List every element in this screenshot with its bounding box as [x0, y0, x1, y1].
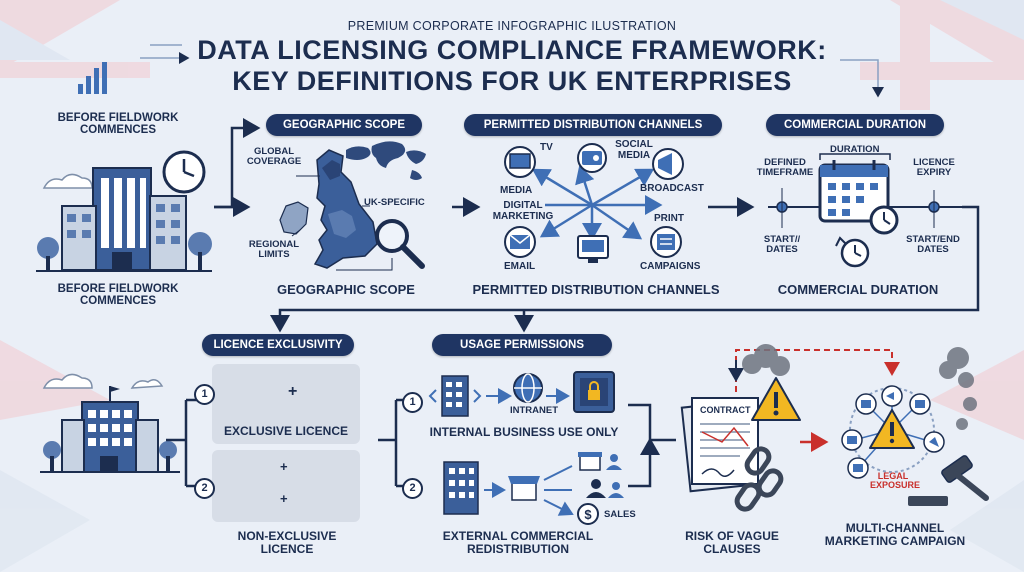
shop-small-icon — [508, 476, 540, 501]
clock-icon — [162, 150, 206, 194]
external-building-icon — [443, 461, 479, 515]
usage-step-1: 1 — [402, 392, 423, 413]
geographic-scope-pill: GEOGRAPHIC SCOPE — [266, 114, 422, 136]
header-arrow-right-icon — [840, 59, 884, 98]
geographic-scope-caption: GEOGRAPHIC SCOPE — [277, 282, 415, 297]
bar-chart-icon — [78, 62, 107, 94]
email-icon — [504, 226, 536, 258]
commercial-duration-pill: COMMERCIAL DURATION — [766, 114, 944, 136]
exclusive-licence-panel — [212, 364, 360, 444]
globe-icon — [513, 373, 543, 403]
distribution-channels-pill: PERMITTED DISTRIBUTION CHANNELS — [464, 114, 722, 136]
world-map-icon — [346, 141, 426, 180]
gavel-icon — [908, 455, 989, 506]
usage-to-risk-arrow — [628, 403, 676, 488]
channel-print-label: PRINT — [654, 213, 684, 224]
start-dates-label: START// DATES — [763, 234, 801, 255]
nonexclusive-plus-sign-2: + — [280, 491, 288, 506]
duration-label: DURATION — [830, 144, 880, 155]
exclusivity-branch — [166, 398, 198, 488]
header-arrow-left-icon — [140, 44, 190, 64]
usage-branch — [378, 398, 408, 488]
channel-media-label: MEDIA — [500, 185, 533, 196]
flow-arrow-start-geo — [214, 118, 261, 209]
internal-use-label: INTERNAL BUSINESS USE ONLY — [429, 425, 619, 439]
exclusive-plus-sign: + — [288, 383, 298, 400]
licence-exclusivity-pill: LICENCE EXCLUSIVITY — [202, 334, 354, 356]
multichannel-campaign-label: MULTI-CHANNEL MARKETING CAMPAIGN — [824, 521, 966, 548]
megaphone-icon — [652, 148, 684, 180]
usage-permissions-pill: USAGE PERMISSIONS — [432, 334, 612, 356]
nonexclusive-plus-sign-1: + — [280, 459, 288, 474]
broken-chain-icon — [734, 446, 784, 512]
sales-label: SALES — [604, 509, 636, 520]
uk-specific-label: UK-SPECIFIC — [364, 197, 425, 208]
usage-step-2: 2 — [402, 478, 423, 499]
svg-text:$: $ — [584, 507, 592, 522]
exclusivity-step-1: 1 — [194, 384, 215, 405]
start-label-bottom: BEFORE FIELDWORK COMMENCES — [57, 283, 179, 308]
external-redistribution-label: EXTERNAL COMMERCIAL REDISTRIBUTION — [442, 529, 594, 556]
defined-timeframe-label: DEFINED TIMEFRAME — [756, 157, 814, 178]
regional-limits-label: REGIONAL LIMITS — [248, 239, 300, 260]
page-title-line1: DATA LICENSING COMPLIANCE FRAMEWORK: — [197, 35, 827, 65]
refresh-clock-icon — [835, 236, 870, 268]
page-title-line2: KEY DEFINITIONS FOR UK ENTERPRISES — [232, 66, 792, 96]
safe-lock-icon — [573, 371, 615, 413]
legal-exposure-label: LEGAL EXPOSURE — [870, 471, 921, 491]
header-kicker: PREMIUM CORPORATE INFOGRAPHIC ILUSTRATIO… — [347, 19, 677, 33]
office-building-icon — [36, 167, 212, 272]
channel-hub — [531, 165, 663, 241]
calendar-icon — [818, 160, 899, 235]
channel-social-label: SOCIAL MEDIA — [615, 139, 653, 161]
channel-tv-label: TV — [540, 142, 553, 153]
exclusivity-step-2: 2 — [194, 478, 215, 499]
start-end-dates-label: START/END DATES — [906, 234, 960, 255]
newspaper-icon — [650, 226, 682, 258]
campaign-hub-icon — [841, 385, 945, 479]
distribution-channels-caption: PERMITTED DISTRIBUTION CHANNELS — [472, 282, 720, 297]
exclusive-licence-label: EXCLUSIVE LICENCE — [223, 424, 349, 438]
channel-broadcast-label: BROADCAST — [640, 183, 704, 194]
tv-icon — [504, 146, 536, 178]
smoke-icon — [742, 344, 977, 430]
channel-email-label: EMAIL — [504, 261, 536, 272]
commercial-duration-caption: COMMERCIAL DURATION — [777, 282, 939, 297]
warning-triangle-icon — [751, 377, 801, 421]
channel-campaigns-label: CAMPAIGNS — [640, 261, 701, 272]
contract-label: CONTRACT — [700, 405, 751, 415]
uk-map-icon — [279, 149, 378, 269]
vague-clauses-label: RISK OF VAGUE CLAUSES — [685, 529, 779, 556]
flow-arrow-duration-down — [270, 205, 980, 333]
nonexclusive-licence-panel — [212, 450, 360, 522]
intranet-label: INTRANET — [510, 405, 559, 416]
magnifier-icon — [375, 219, 425, 269]
radio-icon — [577, 143, 607, 173]
duration-bracket — [819, 153, 891, 160]
start-label-top: BEFORE FIELDWORK COMMENCES — [57, 112, 179, 137]
channel-digital-label: DIGITAL MARKETING — [492, 200, 554, 222]
sales-icons: $ — [577, 452, 624, 525]
office-building-small-icon — [40, 373, 180, 473]
nonexclusive-licence-label: NON-EXCLUSIVE LICENCE — [237, 529, 337, 556]
internal-building-icon — [428, 375, 482, 417]
monitor-icon — [577, 235, 609, 263]
global-coverage-label: GLOBAL COVERAGE — [246, 146, 302, 167]
licence-expiry-label: LICENCE EXPIRY — [913, 157, 955, 178]
